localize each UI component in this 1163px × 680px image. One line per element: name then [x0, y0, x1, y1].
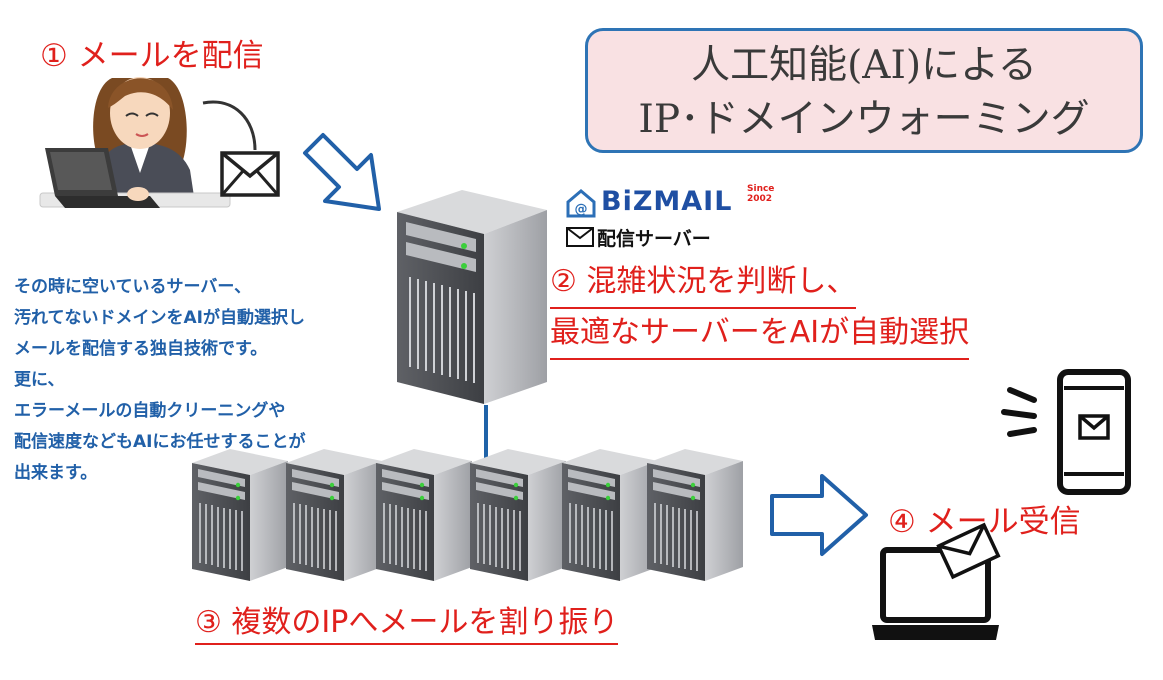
main-server-icon — [397, 190, 547, 404]
brand-since: Since 2002 — [747, 184, 774, 204]
step2-line1: ② 混雑状況を判断し、 — [550, 258, 857, 309]
title-line1: 人工知能(AI)による — [691, 43, 1037, 88]
curved-send-arrow-icon — [202, 100, 257, 151]
step3-label: ③ 複数のIPへメールを割り振り — [195, 597, 619, 645]
envelope-icon — [936, 522, 1001, 580]
server-3-icon — [375, 448, 473, 582]
server-2-icon — [285, 448, 383, 582]
description-line: メールを配信する独自技術です。 — [14, 339, 268, 359]
person-at-laptop-illustration — [39, 77, 231, 208]
title-line2: IP･ドメインウォーミング — [638, 97, 1090, 142]
server-4-icon — [469, 448, 567, 582]
brand-since-year: 2002 — [747, 194, 773, 204]
arrow-right-icon — [770, 474, 868, 556]
envelope-icon — [566, 227, 594, 247]
server-row — [191, 448, 744, 582]
description-line: 配信速度などもAIにお任せすることが — [14, 432, 306, 452]
server-5-icon — [561, 448, 659, 582]
brand-since-label: Since — [747, 184, 775, 194]
description-line: エラーメールの自動クリーニングや — [14, 401, 286, 421]
step1-label: ① メールを配信 — [40, 38, 264, 74]
description-line: 出来ます。 — [14, 463, 98, 483]
title-box: 人工知能(AI)による IP･ドメインウォーミング — [585, 28, 1143, 153]
arrow-down-right-icon — [303, 133, 381, 211]
brand-name: BiZMAIL — [601, 186, 733, 217]
smartphone-icon — [1001, 369, 1131, 495]
server-1-icon — [191, 448, 289, 582]
brand-subtitle: 配信サーバー — [597, 228, 711, 250]
description-line: 汚れてないドメインをAIが自動選択し — [14, 308, 305, 328]
step2-label: ② 混雑状況を判断し、 最適なサーバーをAIが自動選択 — [550, 258, 970, 360]
connector-line — [484, 405, 488, 463]
description-line: その時に空いているサーバー、 — [14, 277, 252, 297]
description-text: その時に空いているサーバー、 汚れてないドメインをAIが自動選択し メールを配信… — [14, 272, 305, 489]
server-6-icon — [646, 448, 744, 582]
description-line: 更に、 — [14, 370, 65, 390]
house-mail-icon: @ — [566, 189, 596, 218]
svg-text:@: @ — [575, 202, 588, 217]
envelope-icon — [220, 151, 280, 197]
step2-line2: 最適なサーバーをAIが自動選択 — [550, 309, 970, 360]
